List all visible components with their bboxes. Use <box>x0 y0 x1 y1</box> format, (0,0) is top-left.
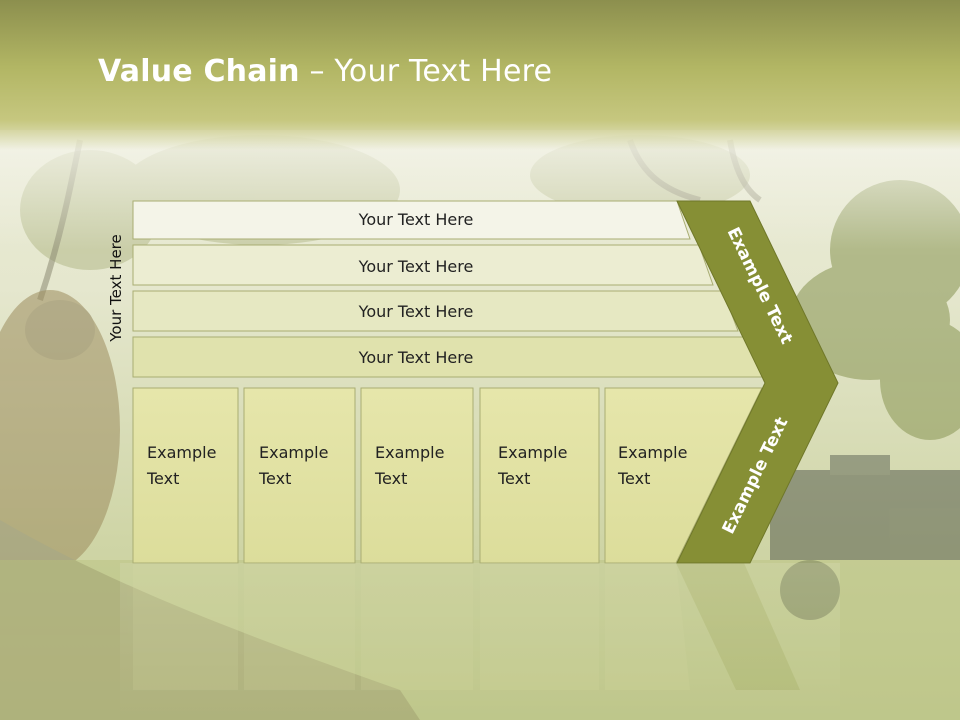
slide-title: Value Chain – Your Text Here <box>98 54 552 89</box>
column-text-3-line2: Text <box>374 469 407 488</box>
row-shape-2 <box>132 244 714 286</box>
title-rest: – Your Text Here <box>299 54 553 89</box>
column-box-3 <box>360 387 474 564</box>
column-text-2-line2: Text <box>258 469 291 488</box>
title-band <box>0 0 960 150</box>
row-label-2: Your Text Here <box>358 257 474 276</box>
column-text-2-line1: Example <box>259 443 328 462</box>
row-label-3: Your Text Here <box>358 302 474 321</box>
column-text-4-line1: Example <box>498 443 567 462</box>
column-box-1 <box>132 387 239 564</box>
row-shape-1 <box>132 200 691 240</box>
column-text-1-line2: Text <box>146 469 179 488</box>
column-text-1-line1: Example <box>147 443 216 462</box>
column-text-5-line1: Example <box>618 443 687 462</box>
column-text-4-line2: Text <box>497 469 530 488</box>
column-box-2 <box>243 387 356 564</box>
row-label-4: Your Text Here <box>358 348 474 367</box>
row-label-1: Your Text Here <box>358 210 474 229</box>
column-text-3-line1: Example <box>375 443 444 462</box>
column-text-5-line2: Text <box>617 469 650 488</box>
column-box-4 <box>479 387 600 564</box>
title-bold: Value Chain <box>98 54 300 89</box>
row-shape-3 <box>132 290 739 332</box>
